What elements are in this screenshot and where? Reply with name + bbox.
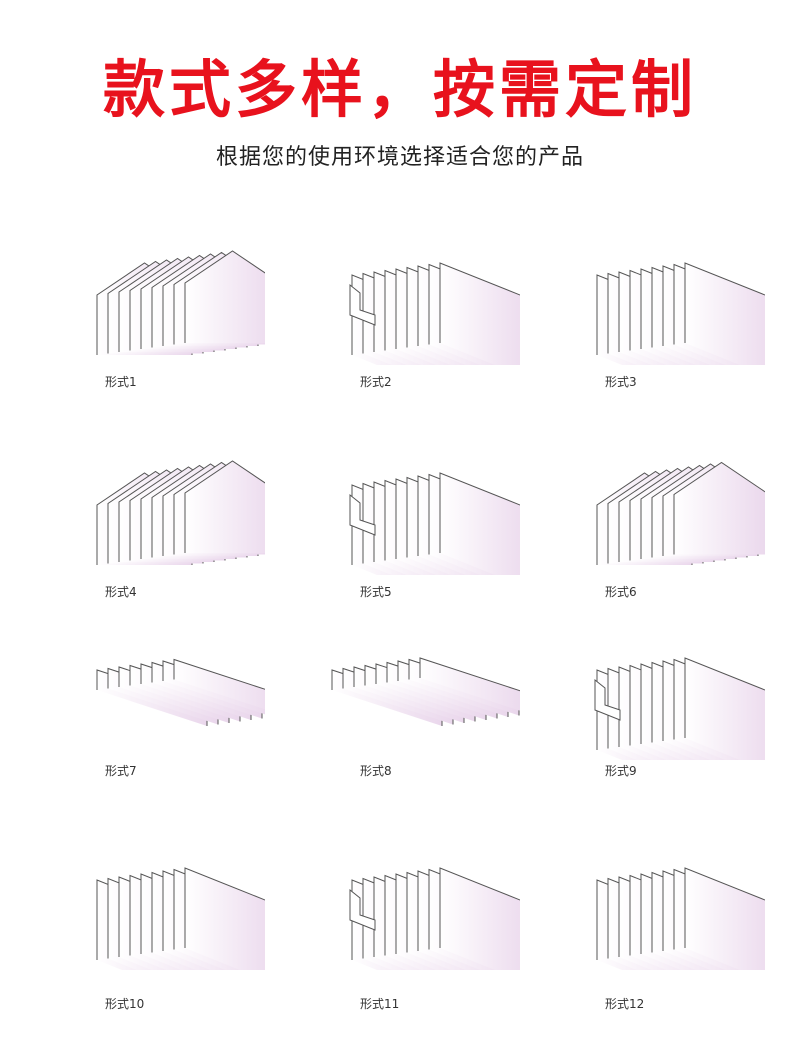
- bellows-style-item: 形式3: [565, 215, 785, 395]
- bellows-fold: [439, 472, 520, 575]
- bellows-style-label: 形式5: [360, 585, 392, 599]
- bellows-style-item: 形式9: [565, 610, 785, 790]
- flat-strip-bellows-icon: [96, 658, 265, 726]
- bellows-style-label: 形式6: [605, 585, 637, 599]
- u-shaped-bellows-icon: [596, 867, 765, 970]
- bellows-style-label: 形式9: [605, 764, 637, 778]
- single-hook-bellows-icon: [594, 657, 765, 760]
- page-subtitle: 根据您的使用环境选择适合您的产品: [215, 145, 584, 170]
- l-shaped-bellows-icon: [96, 867, 265, 970]
- hooked-bellows-cover-icon: [349, 262, 520, 365]
- bellows-style-item: 形式6: [565, 425, 785, 605]
- bellows-style-item: 形式8: [320, 610, 540, 790]
- bellows-style-label: 形式11: [360, 997, 400, 1011]
- bellows-style-label: 形式2: [360, 375, 392, 389]
- bellows-fold: [439, 262, 520, 365]
- bellows-style-label: 形式4: [105, 585, 137, 599]
- bellows-style-label: 形式1: [105, 375, 137, 389]
- gabled-bellows-cover-icon: [96, 460, 265, 565]
- flat-bellows-cover-icon: [596, 262, 765, 365]
- bellows-style-label: 形式10: [105, 997, 145, 1011]
- bellows-fold: [173, 658, 265, 710]
- bellows-style-item: 形式7: [65, 610, 285, 790]
- bellows-style-item: 形式11: [320, 820, 540, 1011]
- bellows-style-item: 形式12: [565, 820, 785, 1011]
- bellows-style-label: 形式7: [105, 764, 137, 778]
- bellows-style-item: 形式5: [320, 425, 540, 605]
- low-profile-bellows-icon: [331, 657, 520, 726]
- bellows-fold: [184, 867, 265, 970]
- bellows-end-hook: [594, 678, 621, 721]
- bellows-fold: [684, 262, 765, 365]
- bellows-style-item: 形式1: [65, 215, 285, 395]
- double-hook-bellows-icon: [349, 867, 520, 970]
- bellows-style-item: 形式2: [320, 215, 540, 395]
- arched-bellows-cover-icon: [96, 250, 265, 355]
- stepped-bellows-cover-icon: [596, 461, 765, 565]
- bellows-style-label: 形式3: [605, 375, 637, 389]
- bellows-style-item: 形式10: [65, 820, 285, 1011]
- bellows-fold: [684, 657, 765, 760]
- framed-bellows-cover-icon: [349, 472, 520, 575]
- bellows-end-hook: [349, 283, 376, 326]
- bellows-style-label: 形式8: [360, 764, 392, 778]
- bellows-fold: [673, 461, 765, 555]
- bellows-style-item: 形式4: [65, 425, 285, 605]
- bellows-fold: [684, 867, 765, 970]
- bellows-style-label: 形式12: [605, 997, 645, 1011]
- bellows-end-hook: [349, 888, 376, 931]
- bellows-fold: [184, 250, 265, 343]
- bellows-fold: [419, 657, 520, 711]
- bellows-fold: [439, 867, 520, 970]
- page-title: 款式多样，按需定制: [102, 53, 697, 126]
- bellows-fold: [184, 460, 265, 553]
- bellows-end-hook: [349, 493, 376, 536]
